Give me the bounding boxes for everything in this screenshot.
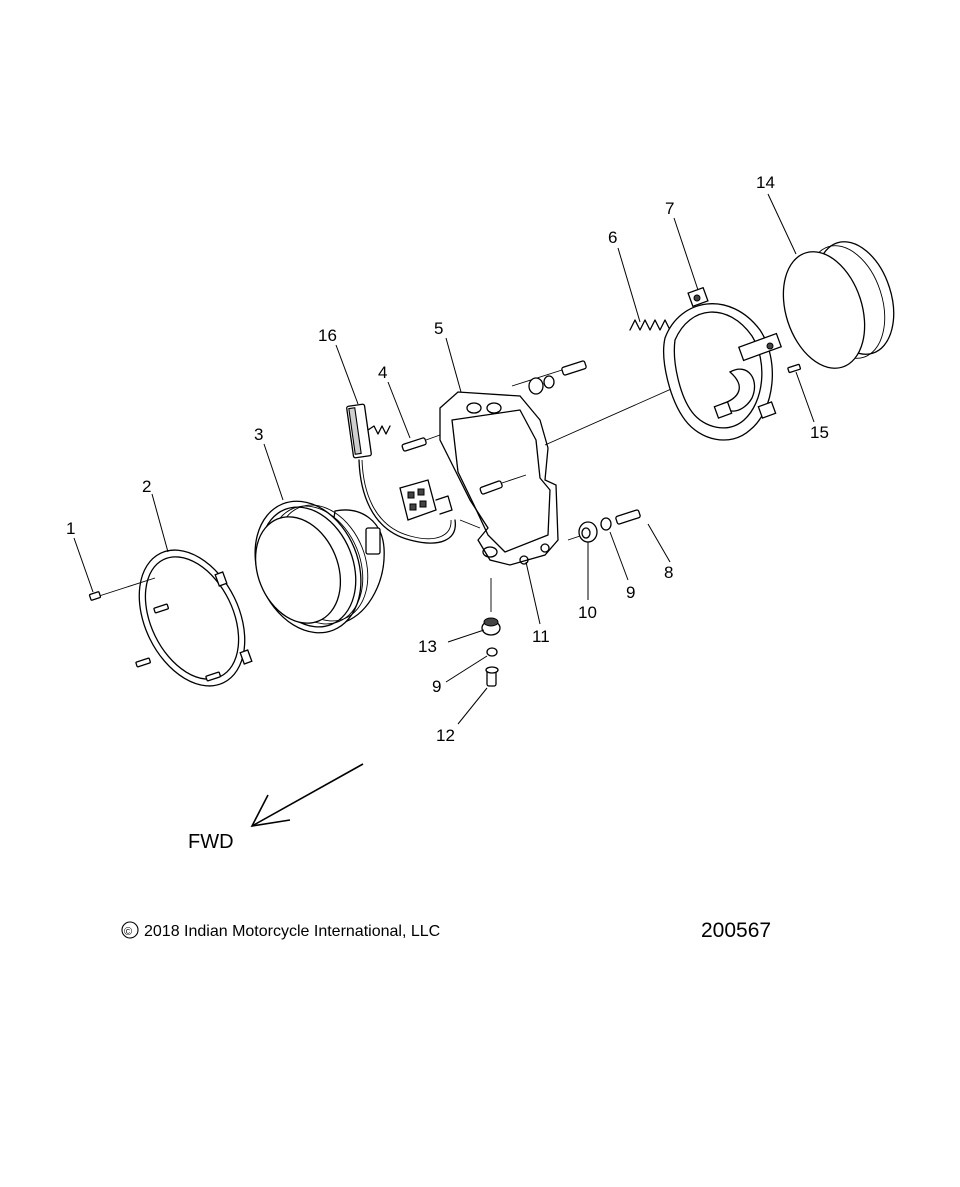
callout-5: 5 xyxy=(434,319,443,338)
dust-boot-part xyxy=(782,241,895,369)
terminal-block xyxy=(399,479,453,521)
callout-labels: 1 2 3 4 5 6 7 8 9 9 10 11 12 13 14 15 16 xyxy=(66,173,829,745)
callout-9-bottom: 9 xyxy=(432,677,441,696)
callout-8: 8 xyxy=(664,563,673,582)
callout-10: 10 xyxy=(578,603,597,622)
adjusting-ring-part xyxy=(663,286,783,441)
side-bolt-set xyxy=(567,509,641,543)
callout-6: 6 xyxy=(608,228,617,247)
forward-arrow-icon xyxy=(251,763,364,827)
callout-14: 14 xyxy=(756,173,775,192)
callout-11: 11 xyxy=(532,627,550,646)
callout-2: 2 xyxy=(142,477,151,496)
forward-direction-indicator: FWD xyxy=(188,763,364,853)
copyright-icon xyxy=(121,921,139,939)
bolt-part xyxy=(401,434,441,452)
callout-16: 16 xyxy=(318,326,337,345)
bracket-bolts xyxy=(479,360,587,495)
document-number: 200567 xyxy=(701,919,771,942)
copyright-text: 2018 Indian Motorcycle International, LL… xyxy=(144,923,440,940)
spacer-top xyxy=(528,375,555,395)
callout-9-side: 9 xyxy=(626,583,635,602)
screw-part xyxy=(88,577,221,682)
callout-7: 7 xyxy=(665,199,674,218)
callout-1: 1 xyxy=(66,519,75,538)
callout-3: 3 xyxy=(254,425,263,444)
leader-lines xyxy=(73,193,815,725)
copyright-symbol: © xyxy=(124,926,132,938)
headlamp-part xyxy=(254,500,385,634)
callout-13: 13 xyxy=(418,637,437,656)
wiring-connector-part xyxy=(346,403,456,544)
forward-arrowhead xyxy=(250,794,291,828)
callout-12: 12 xyxy=(436,726,455,745)
trim-ring-part xyxy=(138,549,253,687)
footer: © 2018 Indian Motorcycle International, … xyxy=(121,919,771,942)
bottom-bolt-set xyxy=(481,578,501,687)
callout-15: 15 xyxy=(810,423,829,442)
fwd-label: FWD xyxy=(188,831,234,853)
mounting-bracket-part xyxy=(439,391,559,566)
pin-part xyxy=(787,363,802,374)
callout-4: 4 xyxy=(378,363,387,382)
